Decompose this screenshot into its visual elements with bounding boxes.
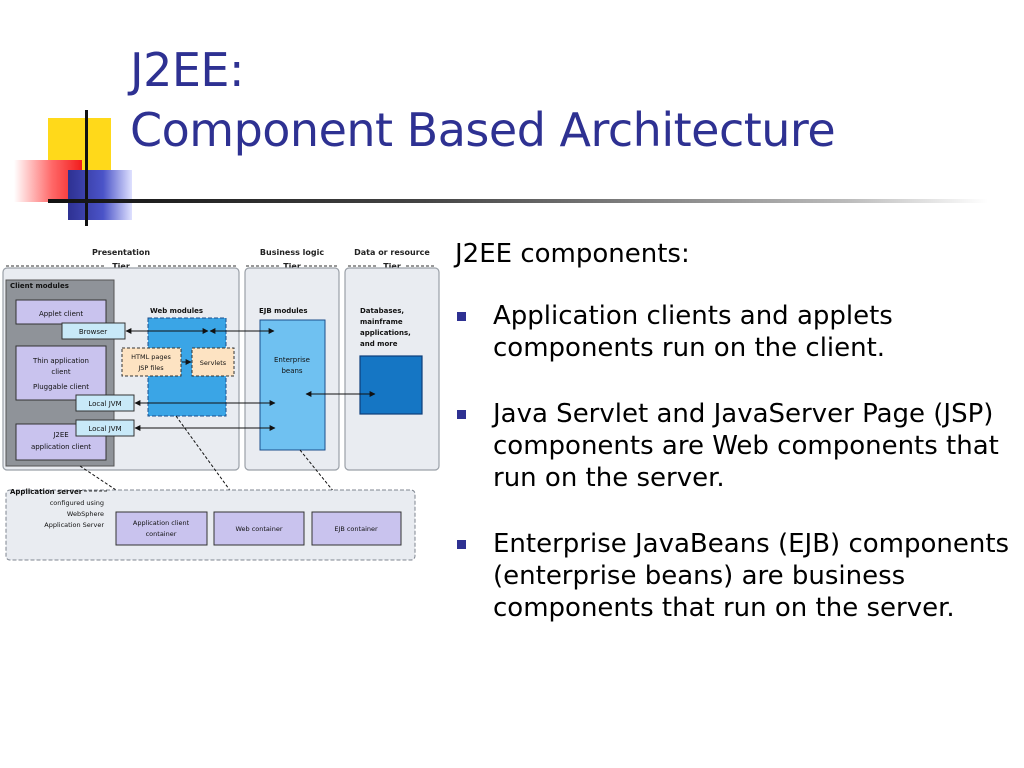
ejb-container-box — [311, 511, 402, 546]
bullet-text: Enterprise JavaBeans (EJB) components (e… — [493, 529, 1010, 623]
thin-client-label-1: Thin application — [32, 357, 89, 365]
ejb-container-label: EJB container — [334, 525, 378, 533]
tier-presentation-sub: Tier — [112, 262, 130, 271]
bullet-text: Java Servlet and JavaServer Page (JSP) c… — [493, 399, 999, 493]
bullet-text: Application clients and applets componen… — [493, 301, 893, 363]
list-item: Java Servlet and JavaServer Page (JSP) c… — [455, 398, 1020, 494]
applet-client-label: Applet client — [39, 310, 83, 318]
j2ee-client-label-1: J2EE — [52, 431, 68, 439]
tier-business-label: Business logic — [260, 248, 324, 257]
title-underline — [48, 199, 988, 203]
html-pages-label-2: JSP files — [137, 364, 164, 372]
local-jvm-box-1 — [75, 394, 135, 412]
application-server-label: Application server — [10, 488, 83, 496]
enterprise-beans-label-2: beans — [281, 367, 302, 375]
intro-text: J2EE components: — [455, 239, 690, 269]
data-tier-text-3: applications, — [360, 329, 411, 337]
app-server-desc-3: Application Server — [44, 521, 104, 529]
client-modules-label: Client modules — [10, 282, 69, 290]
app-client-container-label-1: Application client — [133, 519, 190, 527]
enterprise-beans-label-1: Enterprise — [274, 356, 310, 364]
bullet-square-icon — [457, 312, 466, 321]
local-jvm-label-2: Local JVM — [88, 425, 121, 433]
servlets-label: Servlets — [200, 359, 227, 367]
browser-label: Browser — [79, 328, 107, 336]
j2ee-client-label-2: application client — [31, 443, 91, 451]
title-line-2: Component Based Architecture — [130, 103, 836, 157]
architecture-diagram: Presentation Tier Business logic Tier Da… — [2, 248, 440, 561]
title-line-1: J2EE: — [130, 43, 244, 97]
enterprise-beans-box — [259, 319, 326, 451]
deco-vertical-line — [85, 110, 88, 226]
web-container-label: Web container — [235, 525, 282, 533]
html-pages-label-1: HTML pages — [131, 353, 171, 361]
ejb-modules-label: EJB modules — [259, 307, 308, 315]
app-server-desc-2: WebSphere — [67, 510, 104, 518]
tier-business-sub: Tier — [283, 262, 301, 271]
browser-box — [61, 322, 126, 340]
app-client-container-box — [115, 511, 208, 546]
deco-blue-square — [68, 170, 132, 220]
bullet-square-icon — [457, 540, 466, 549]
bullet-square-icon — [457, 410, 466, 419]
data-tier-text-2: mainframe — [360, 318, 403, 326]
app-client-container-label-2: container — [146, 530, 177, 538]
bullet-list: Application clients and applets componen… — [455, 300, 1020, 624]
app-server-desc-1: configured using — [50, 499, 104, 507]
list-item: Enterprise JavaBeans (EJB) components (e… — [455, 528, 1020, 624]
bullet-list-region: J2EE components: Application clients and… — [455, 238, 1020, 658]
pluggable-client-label: Pluggable client — [33, 383, 89, 391]
tier-data-sub: Tier — [383, 262, 401, 271]
tier-presentation-label: Presentation — [92, 248, 150, 257]
tier-data-label: Data or resource — [354, 248, 430, 257]
slide-title: J2EE: Component Based Architecture — [130, 40, 836, 160]
data-tier-text-4: and more — [360, 340, 398, 348]
html-pages-box — [121, 347, 182, 377]
local-jvm-box-2 — [75, 419, 135, 437]
applet-client-box — [15, 299, 107, 325]
web-modules-label: Web modules — [150, 307, 203, 315]
data-tier-text-1: Databases, — [360, 307, 404, 315]
web-container-box — [213, 511, 305, 546]
thin-client-box — [15, 345, 107, 401]
thin-client-label-2: client — [51, 368, 70, 376]
data-store-box — [359, 355, 423, 415]
local-jvm-label-1: Local JVM — [88, 400, 121, 408]
servlets-box — [191, 347, 235, 377]
list-item: Application clients and applets componen… — [455, 300, 1020, 364]
